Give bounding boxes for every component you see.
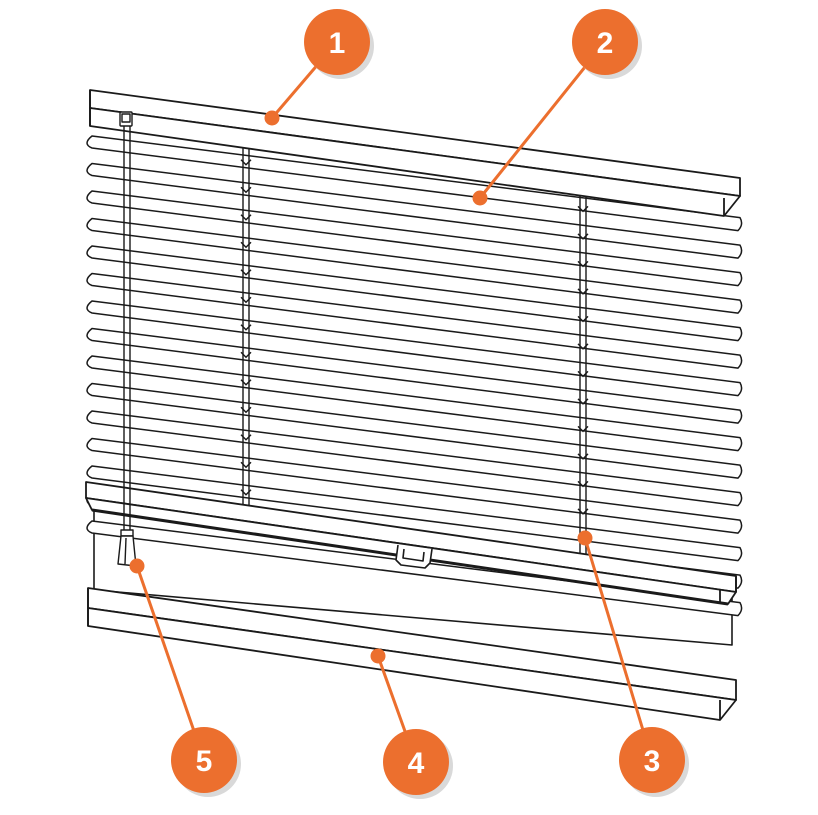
callout-badge-3: 3 — [619, 727, 689, 797]
callout-label-3: 3 — [644, 745, 661, 778]
slat — [86, 520, 743, 617]
ladder-tape-left — [240, 146, 252, 512]
callout-label-2: 2 — [597, 27, 614, 60]
callout-badge-4: 4 — [383, 729, 453, 799]
callout-label-4: 4 — [408, 747, 425, 780]
anchor-dot-3 — [577, 530, 593, 546]
bottom-rail-handle — [395, 544, 433, 569]
leader-3 — [583, 536, 654, 762]
valance — [87, 587, 737, 721]
callout-badge-2: 2 — [572, 9, 642, 79]
anchor-dot-4 — [370, 648, 386, 664]
callout-leaders — [129, 40, 654, 764]
ladder-tape-right — [577, 196, 589, 570]
callout-label-5: 5 — [196, 745, 213, 778]
leader-2 — [478, 40, 607, 200]
callout-badge-1: 1 — [304, 9, 374, 79]
callout-badge-5: 5 — [171, 727, 241, 797]
head-rail — [89, 89, 741, 217]
anchor-dot-5 — [129, 558, 145, 574]
leader-5 — [135, 564, 206, 762]
anchor-dot-2 — [472, 190, 488, 206]
ladder-tapes — [240, 146, 589, 570]
callout-label-1: 1 — [329, 27, 346, 60]
tilt-wand — [117, 111, 137, 567]
anchor-dot-1 — [264, 110, 280, 126]
